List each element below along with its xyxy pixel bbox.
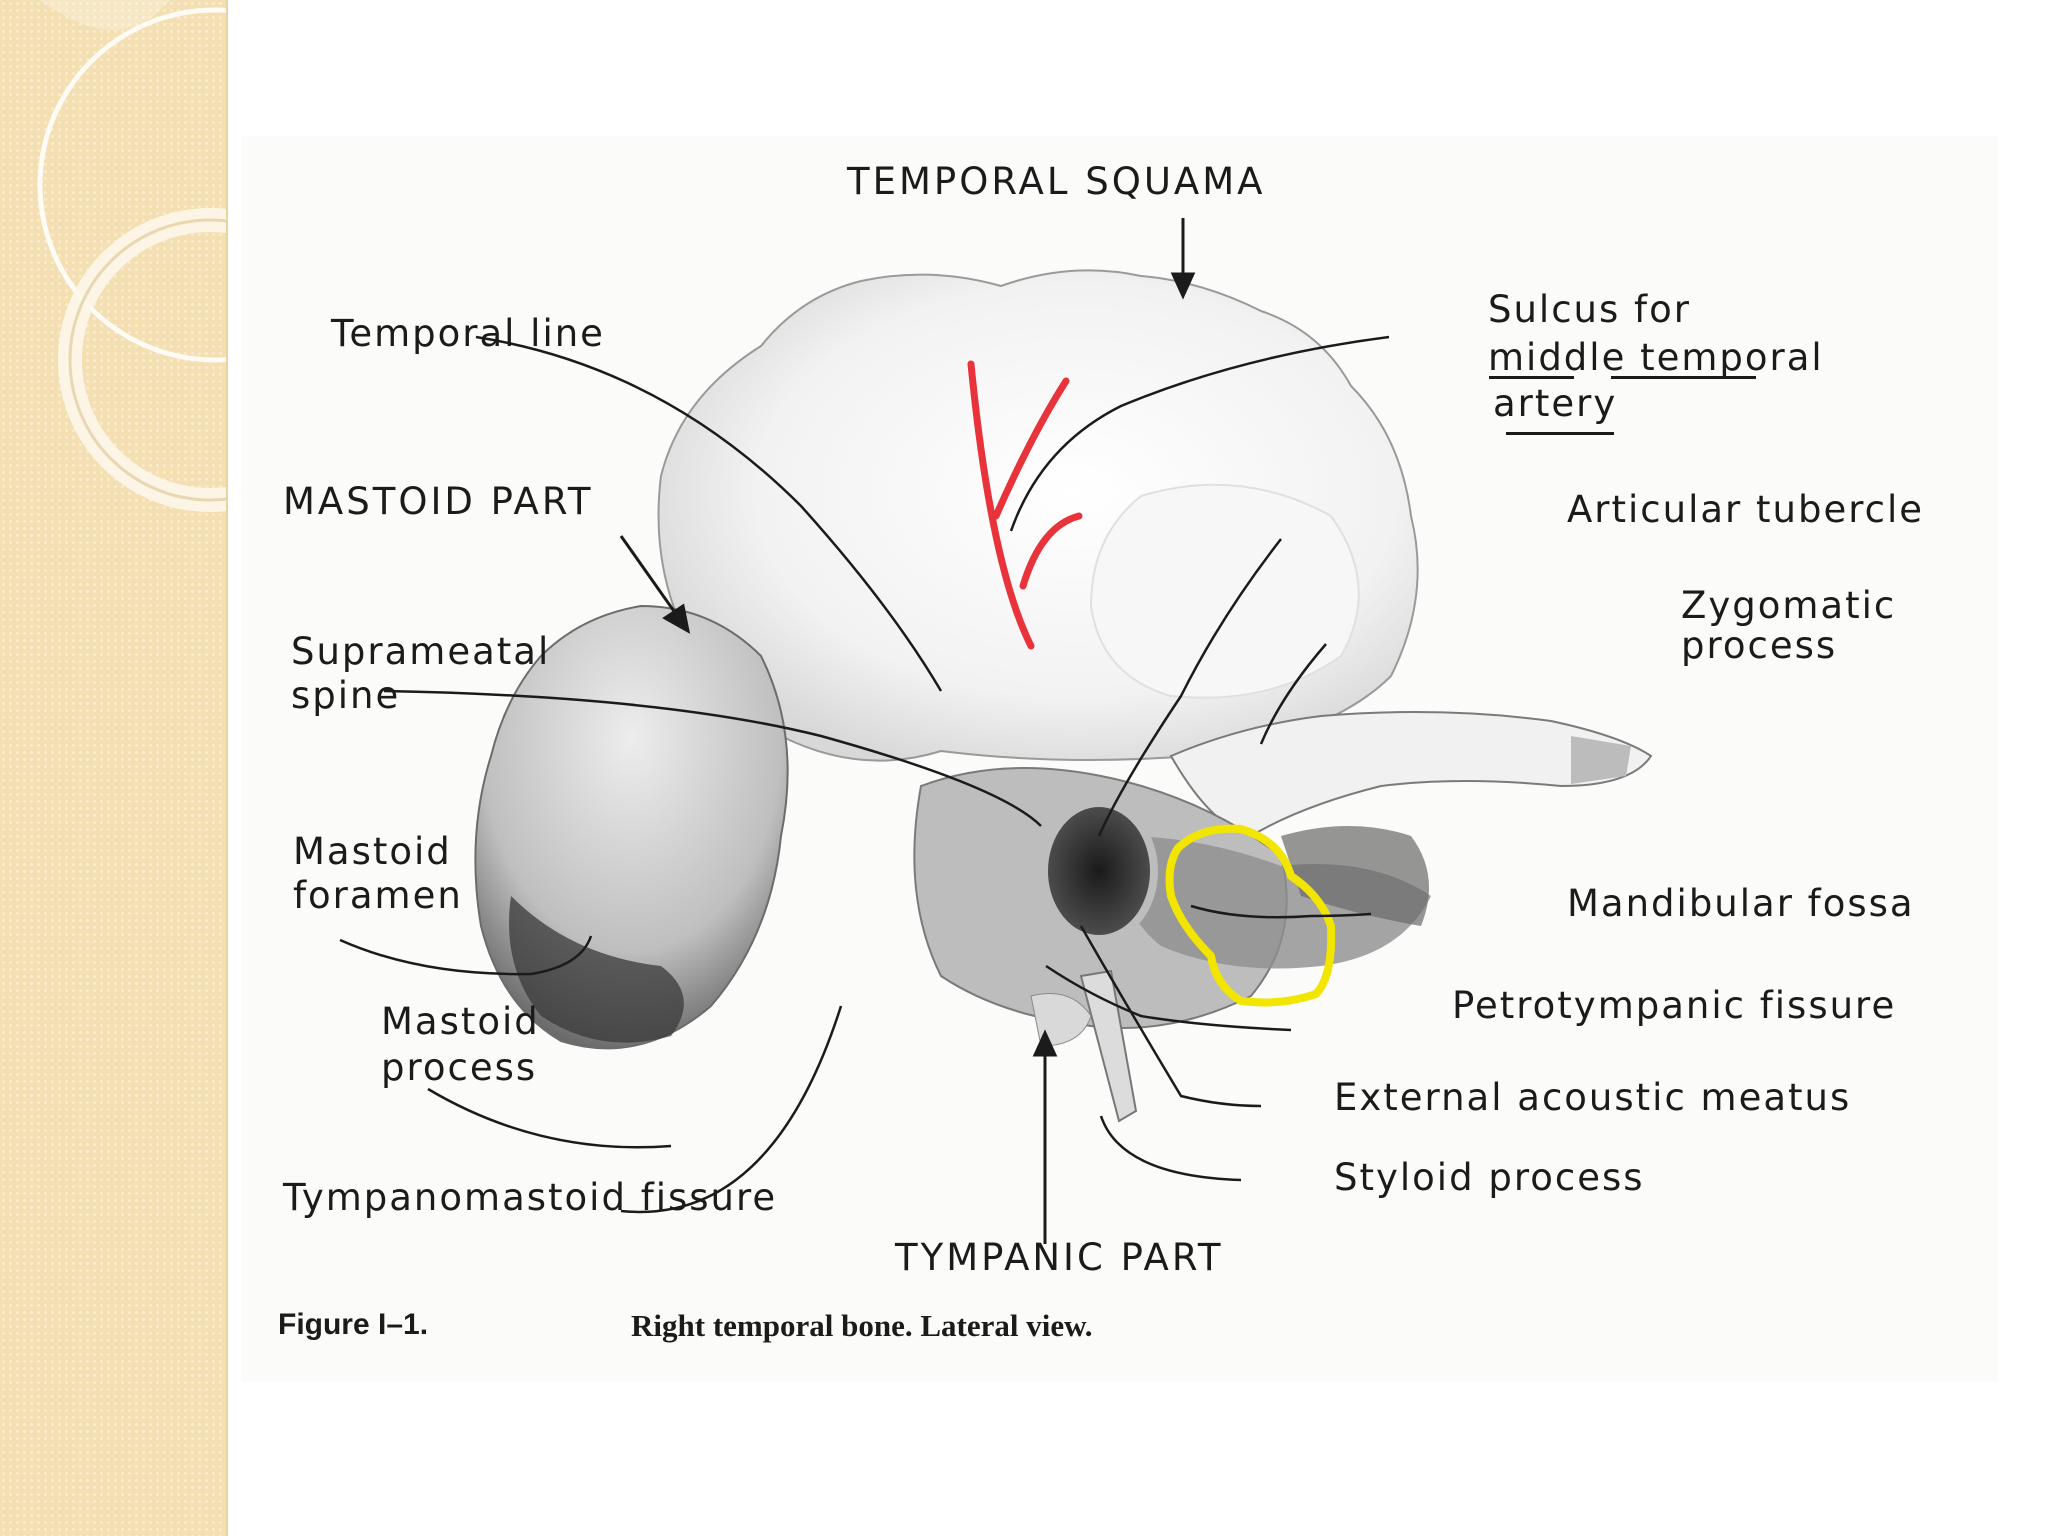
figure-number: Figure I–1.: [278, 1308, 429, 1341]
label-articular-tubercle: Articular tubercle: [1567, 488, 1925, 531]
label-suprameatal-line2: spine: [291, 674, 401, 717]
figure-caption: Right temporal bone. Lateral view.: [631, 1308, 1093, 1343]
label-temporal-line: Temporal line: [331, 312, 605, 355]
artery-marker: [967, 360, 1083, 650]
label-external-acoustic-meatus: External acoustic meatus: [1334, 1076, 1852, 1119]
underline-temporal: [1611, 376, 1756, 379]
label-suprameatal-line1: Suprameatal: [291, 630, 551, 673]
label-sulcus-line3: artery: [1493, 382, 1618, 425]
label-zygomatic-line1: Zygomatic: [1681, 584, 1897, 627]
label-tympanomastoid-fissure: Tympanomastoid fissure: [283, 1176, 778, 1219]
label-mastoid-process-line2: process: [381, 1046, 538, 1089]
label-mandibular-fossa: Mandibular fossa: [1567, 882, 1915, 925]
underline-artery: [1506, 432, 1614, 435]
label-sulcus-line2: middle temporal: [1488, 336, 1824, 379]
label-mastoid-foramen-line2: foramen: [293, 874, 463, 917]
label-zygomatic-line2: process: [1681, 624, 1838, 667]
decorative-rings: [37, 0, 228, 512]
label-mastoid-foramen-line1: Mastoid: [293, 830, 452, 873]
label-mastoid-process-line1: Mastoid: [381, 1000, 540, 1043]
sidebar-divider: [226, 0, 228, 1536]
label-styloid-process: Styloid process: [1334, 1156, 1645, 1199]
temporal-bone-drawing: [339, 218, 1653, 1244]
external-acoustic-meatus-shape: [1040, 799, 1158, 943]
label-temporal-squama: TEMPORAL SQUAMA: [847, 160, 1266, 203]
label-sulcus-line1: Sulcus for: [1488, 288, 1691, 331]
mandibular-fossa-highlight: [1165, 824, 1336, 1007]
styloid-process-shape: [1079, 969, 1138, 1123]
decorative-sidebar: [0, 0, 228, 1536]
leader-lines: [339, 335, 1390, 1214]
arrows: [619, 218, 1196, 1244]
figure-panel: TEMPORAL SQUAMA Temporal line Sulcus for…: [241, 136, 1998, 1381]
label-petrotympanic-fissure: Petrotympanic fissure: [1452, 984, 1897, 1027]
underline-middle: [1489, 376, 1574, 379]
label-mastoid-part: MASTOID PART: [283, 480, 594, 523]
zygomatic-process-shape: [1169, 711, 1653, 838]
label-tympanic-part: TYMPANIC PART: [895, 1236, 1224, 1279]
